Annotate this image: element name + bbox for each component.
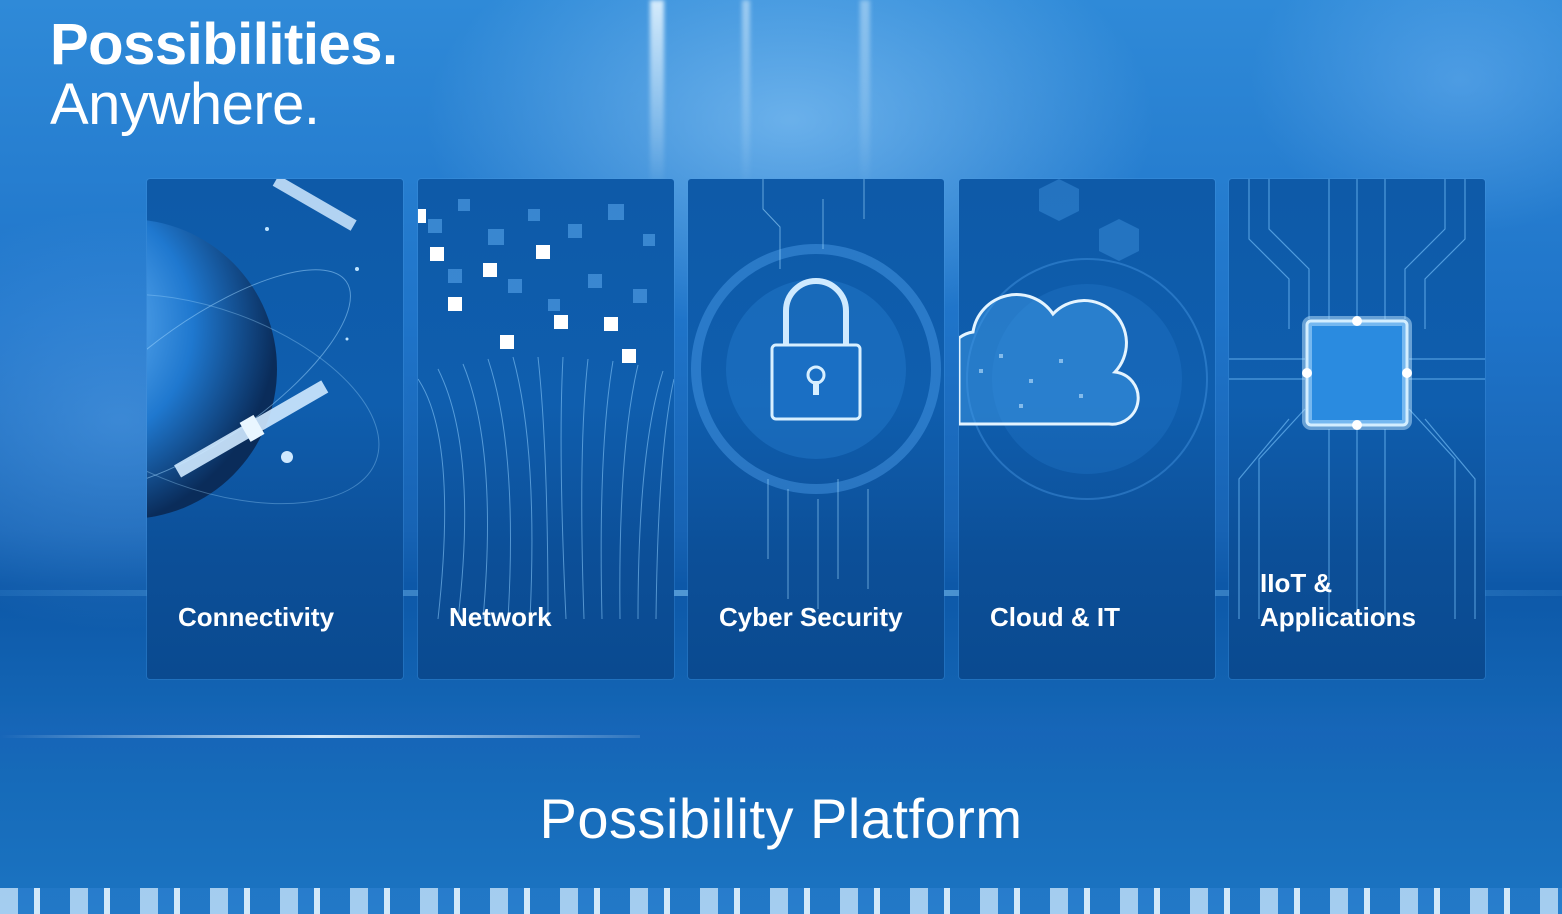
card-label: Network [449,602,552,632]
card-label: Cloud & IT [990,602,1120,632]
light-beam [860,0,870,190]
card-label-line-1: IIoT & [1260,568,1333,598]
headline: Possibilities. Anywhere. [50,14,398,134]
platform-title: Possibility Platform [539,787,1023,850]
card-label: IIoT & Applications [1260,566,1416,634]
card-cyber-security[interactable]: Cyber Security [688,179,944,679]
network-data-icon [418,199,674,619]
bottom-light-strip [0,888,1562,914]
card-cloud-it[interactable]: Cloud & IT [959,179,1215,679]
microchip-icon [1229,179,1485,619]
card-label: Connectivity [178,602,335,632]
padlock-icon [691,179,941,609]
card-label: Cyber Security [719,602,903,632]
light-beam [742,0,750,190]
card-label-line-2: Applications [1260,602,1417,632]
card-iiot-applications[interactable]: IIoT & Applications [1229,179,1485,679]
headline-line-1: Possibilities. [50,12,398,77]
card-network[interactable]: Network [418,179,674,679]
floor-line [0,735,640,738]
satellite-globe-icon [147,179,380,518]
light-beam [650,0,664,190]
headline-line-2: Anywhere. [50,72,320,137]
cloud-icon [959,179,1208,500]
card-row: Connectivity [147,179,1485,679]
card-connectivity[interactable]: Connectivity [147,179,403,679]
